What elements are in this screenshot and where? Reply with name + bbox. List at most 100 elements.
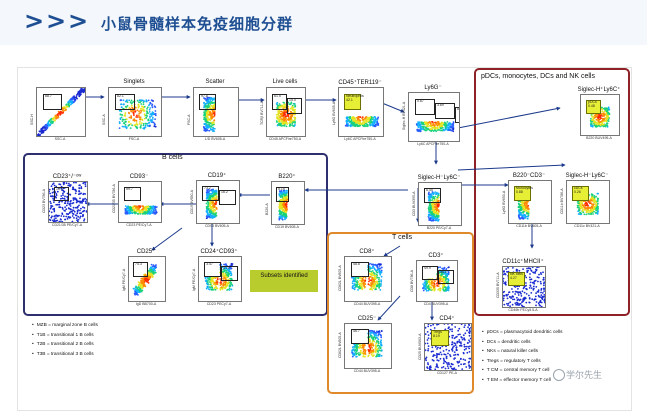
event-dot <box>371 288 373 291</box>
event-dot <box>132 119 135 121</box>
event-dot <box>530 278 533 281</box>
event-dot <box>132 206 135 209</box>
event-dot <box>124 112 127 114</box>
event-dot <box>282 124 284 127</box>
event-dot <box>290 111 292 114</box>
event-dot <box>441 280 443 283</box>
event-dot <box>75 95 78 98</box>
event-dot <box>211 289 214 291</box>
event-dot <box>209 112 211 114</box>
event-dot <box>139 121 141 123</box>
event-dot <box>212 280 215 283</box>
event-dot <box>55 203 58 206</box>
event-dot <box>422 283 425 285</box>
event-dot <box>137 106 140 109</box>
y-axis-label: CD62L BV605-A <box>338 265 342 292</box>
event-dot <box>427 207 430 210</box>
event-dot <box>140 279 142 282</box>
event-dot <box>73 95 75 97</box>
event-dot <box>503 277 505 280</box>
event-dot <box>212 207 214 210</box>
event-dot <box>206 106 209 109</box>
event-dot <box>285 213 287 216</box>
event-dot <box>539 296 542 298</box>
event-dot <box>206 116 209 118</box>
event-dot <box>376 268 379 271</box>
event-dot <box>73 100 76 103</box>
event-dot <box>57 116 60 119</box>
event-dot <box>60 197 62 200</box>
event-dot <box>429 282 431 285</box>
event-dot <box>606 115 609 118</box>
event-dot <box>151 274 154 277</box>
event-dot <box>54 114 57 117</box>
event-dot <box>278 110 281 113</box>
event-dot <box>82 192 85 195</box>
event-dot <box>608 112 611 115</box>
plot-title: Ly6G⁻ <box>424 85 442 91</box>
event-dot <box>529 281 532 284</box>
event-dot <box>607 106 610 109</box>
event-dot <box>207 194 210 196</box>
event-dot <box>139 206 141 208</box>
event-dot <box>151 116 154 119</box>
event-dot <box>215 189 218 192</box>
event-dot <box>150 263 153 266</box>
event-dot <box>591 194 594 196</box>
event-dot <box>63 197 65 200</box>
event-dot <box>281 105 284 108</box>
gate-value: Neutrophils 42.1 <box>346 94 364 102</box>
density-plot <box>205 188 218 220</box>
event-dot <box>82 214 84 217</box>
event-dot <box>142 122 145 125</box>
y-axis-label: SSC-H <box>30 114 34 126</box>
event-dot <box>144 285 146 287</box>
event-dot <box>428 211 431 214</box>
event-dot <box>427 287 429 290</box>
event-dot <box>284 105 287 108</box>
event-dot <box>138 105 140 108</box>
event-dot <box>579 201 581 204</box>
event-dot <box>369 268 371 270</box>
event-dot <box>71 210 73 213</box>
event-dot <box>80 91 82 94</box>
event-dot <box>603 123 605 126</box>
event-dot <box>353 286 356 289</box>
event-dot <box>355 280 357 283</box>
event-dot <box>228 282 230 285</box>
event-dot <box>436 284 438 287</box>
event-dot <box>152 208 155 211</box>
event-dot <box>583 204 585 207</box>
event-dot <box>124 124 127 126</box>
event-dot <box>38 130 41 133</box>
event-dot <box>56 219 59 222</box>
event-dot <box>370 120 373 123</box>
event-dot <box>357 117 359 120</box>
event-dot <box>153 123 156 126</box>
event-dot <box>79 201 82 204</box>
event-dot <box>594 114 596 117</box>
event-dot <box>49 190 50 193</box>
event-dot <box>503 299 505 302</box>
event-dot <box>209 189 211 192</box>
event-dot <box>59 221 62 222</box>
event-dot <box>205 202 208 205</box>
event-dot <box>283 113 285 116</box>
event-dot <box>151 118 154 120</box>
event-dot <box>80 186 83 188</box>
event-dot <box>146 122 149 125</box>
event-dot <box>205 102 208 105</box>
event-dot <box>358 124 361 127</box>
event-dot <box>591 197 594 200</box>
event-dot <box>63 202 66 205</box>
event-dot <box>577 202 580 205</box>
event-dot <box>78 91 80 94</box>
event-dot <box>145 122 148 125</box>
event-dot <box>522 214 525 216</box>
event-dot <box>603 110 606 113</box>
event-dot <box>229 270 232 273</box>
flow-plot-p7: pDCs 0.48 <box>580 94 620 136</box>
event-dot <box>527 267 530 270</box>
event-dot <box>223 267 226 270</box>
